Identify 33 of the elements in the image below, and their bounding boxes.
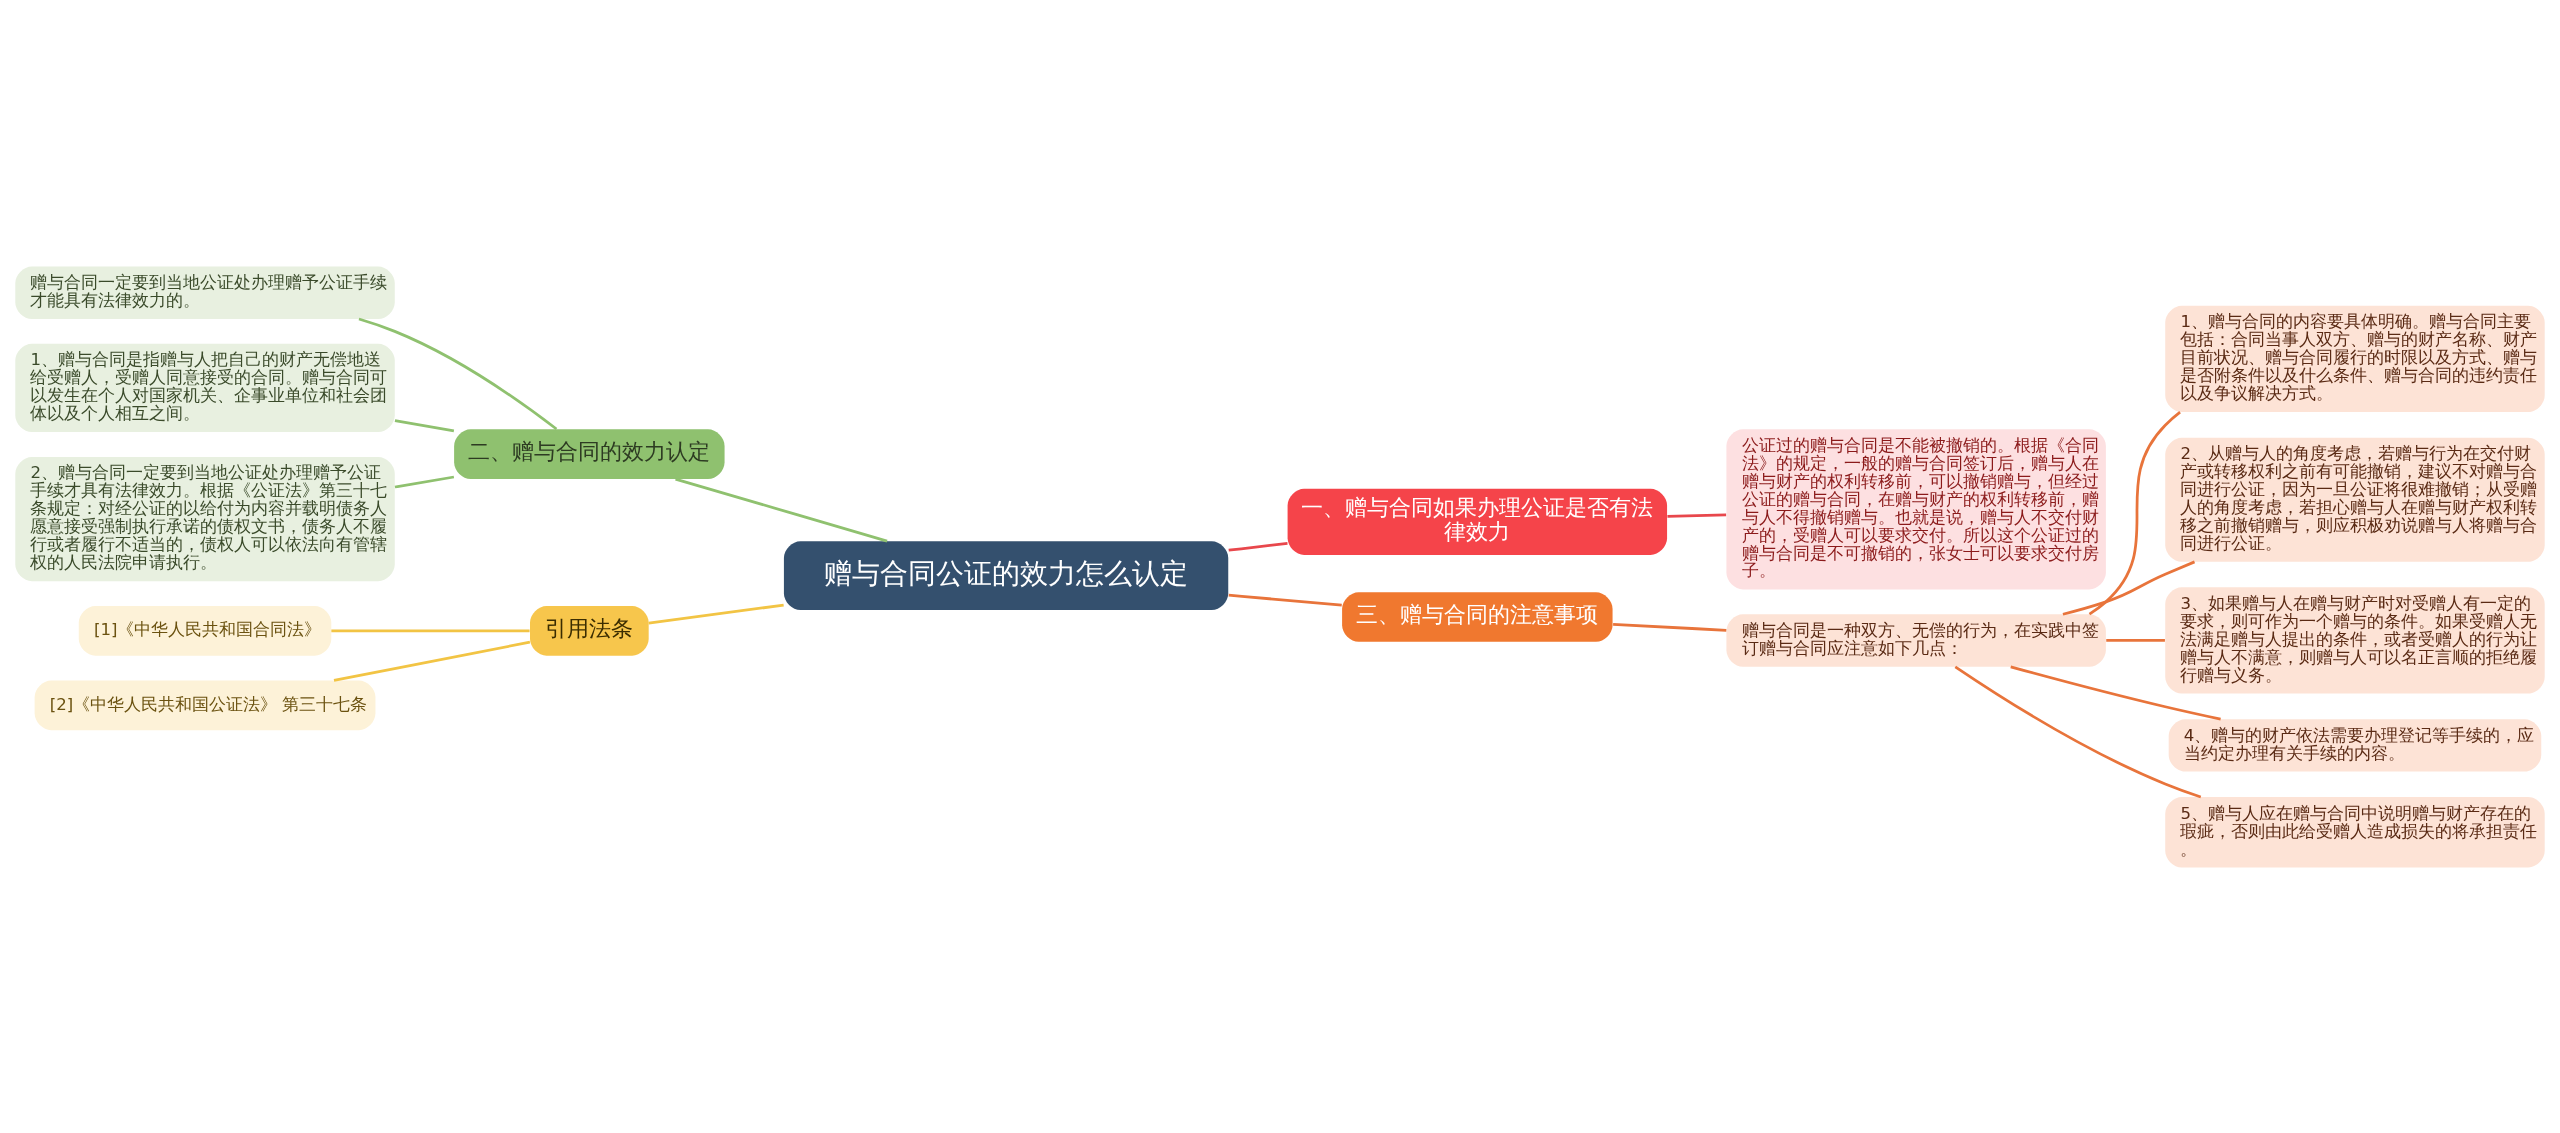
connector	[1613, 622, 1727, 632]
connector	[1228, 541, 1288, 552]
node-box: 2、赠与合同一定要到当地公证处办理赠予公证手续才具有法律效力。根据《公证法》第三十七条规定：对经公证的以给付为内容并载明债务人愿意接受强制执行承诺的债权文书，债务人不履行或者履行不适当的，债权人可以依法向有管辖权的人民法院申请执行。	[15, 456, 395, 581]
node-box: 公证过的赠与合同是不能被撤销的。根据《合同法》的规定，一般的赠与合同签订后，赠与人在赠与财产的权利转移前，可以撤销赠与，但经过公证的赠与合同，在赠与财产的权利转移前，赠与人不得撤销赠与。也就是说，赠与人不交付财产的，受赠人可以要求交付。所以这个公证过的赠与合同是不可撤销的，张女士可以要求交付房子。	[1726, 428, 2106, 589]
node-box: [1]《中华人民共和国合同法》	[78, 605, 332, 656]
connector	[2106, 638, 2165, 642]
node-box: 二、赠与合同的效力认定	[454, 428, 725, 479]
node-box: 4、赠与的财产依法需要办理登记等手续的，应当约定办理有关手续的内容。	[2168, 718, 2542, 772]
connector	[1228, 593, 1342, 607]
node-box: 赠与合同是一种双方、无偿的行为，在实践中签订赠与合同应注意如下几点：	[1726, 613, 2106, 667]
connector	[1954, 665, 2202, 798]
node-box: 2、从赠与人的角度考虑，若赠与行为在交付财产或转移权利之前有可能撤销，建议不对赠与合同进行公证，因为一旦公证将很难撤销；从受赠人的角度考虑，若担心赠与人在赠与财产权利转移之前撤销赠与，则应积极劝说赠与人将赠与合同进行公证。	[2165, 437, 2545, 562]
connector	[2088, 410, 2181, 615]
node-box: 引用法条	[530, 605, 649, 656]
connector	[394, 418, 455, 432]
connector	[675, 477, 888, 542]
connector	[2010, 664, 2221, 720]
connector	[331, 628, 530, 632]
node-box: 3、如果赠与人在赠与财产时对受赠人有一定的要求，则可作为一个赠与的条件。如果受赠人无法满足赠与人提出的条件，或者受赠人的行为让赠与人不满意，则赠与人可以名正言顺的拒绝履行赠与义务。	[2165, 586, 2545, 694]
connector	[648, 603, 784, 624]
connector	[333, 640, 531, 682]
node-box: [2]《中华人民共和国公证法》 第三十七条	[34, 680, 376, 730]
node-box: 三、赠与合同的注意事项	[1342, 591, 1613, 642]
node-box: 5、赠与人应在赠与合同中说明赠与财产存在的瑕疵，否则由此给受赠人造成损失的将承担责任。	[2165, 796, 2545, 867]
node-box: 1、赠与合同是指赠与人把自己的财产无偿地送给受赠人，受赠人同意接受的合同。赠与合同可以发生在个人对国家机关、企事业单位和社会团体以及个人相互之间。	[15, 343, 395, 432]
connector	[2062, 560, 2196, 616]
node-box: 一、赠与合同如果办理公证是否有法律效力	[1287, 488, 1668, 555]
node-box: 赠与合同公证的效力怎么认定	[783, 540, 1229, 610]
connector	[1667, 512, 1727, 518]
connector	[358, 317, 558, 430]
node-box: 赠与合同一定要到当地公证处办理赠予公证手续才能具有法律效力的。	[15, 266, 395, 319]
connector	[394, 475, 455, 488]
node-box: 1、赠与合同的内容要具体明确。赠与合同主要包括：合同当事人双方、赠与的财产名称、财产目前状况、赠与合同履行的时限以及方式、赠与是否附条件以及什么条件、赠与合同的违约责任以及争议解决方式。	[2165, 305, 2545, 412]
